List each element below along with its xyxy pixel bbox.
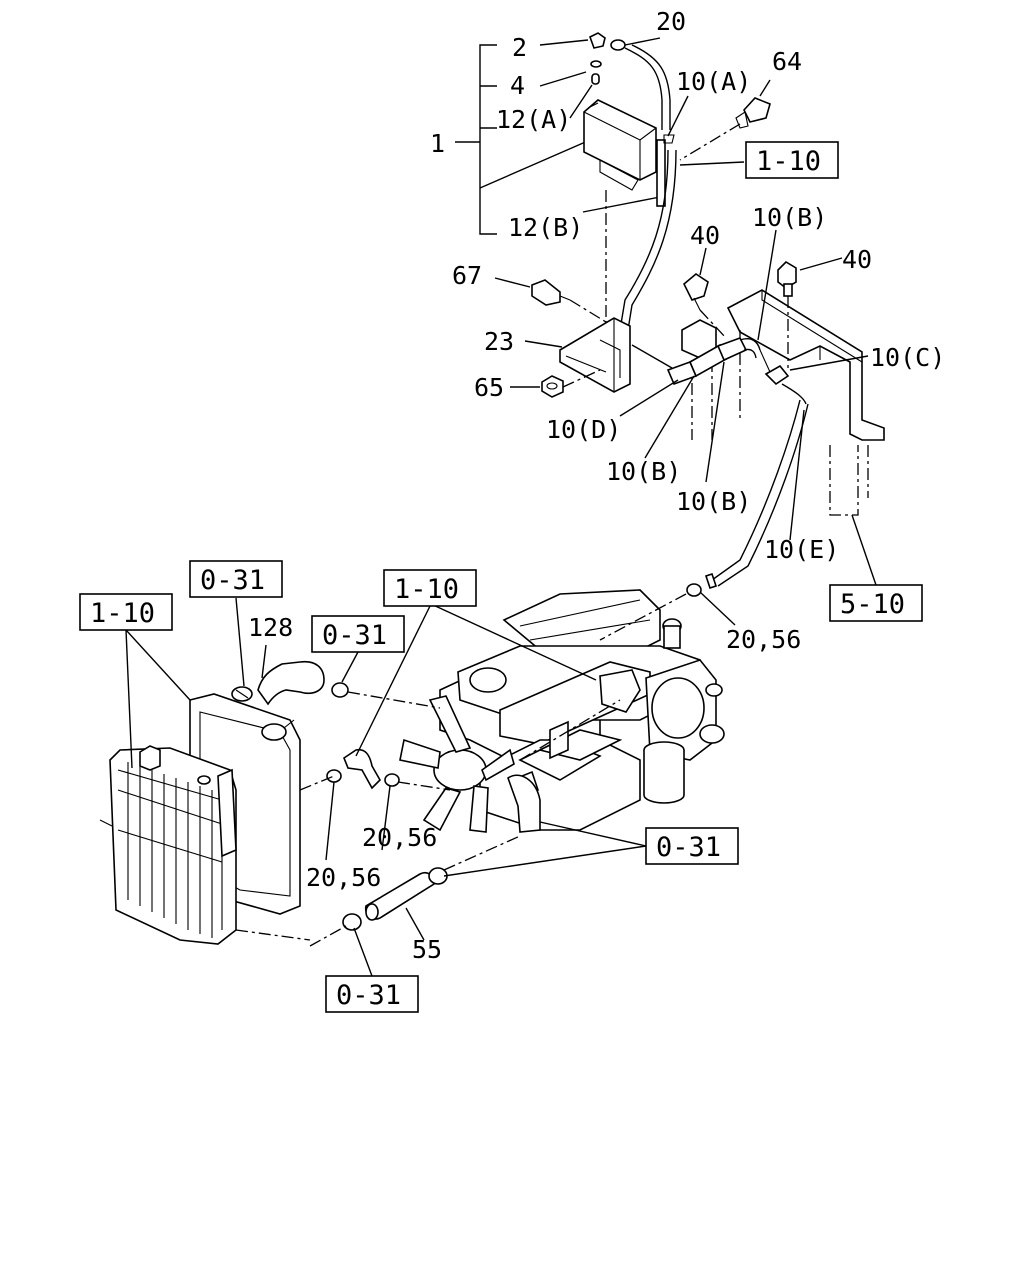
label-20-56-right: 20,56 [726, 625, 801, 654]
engine [399, 589, 725, 833]
label-10e: 10(E) [764, 535, 839, 564]
cooling-fan [399, 695, 515, 833]
ref-box-1-10-mid[interactable]: 1-10 [383, 569, 477, 607]
svg-text:1-10: 1-10 [90, 598, 155, 629]
label-40-left: 40 [690, 221, 720, 250]
label-20-56-mid: 20,56 [362, 823, 437, 852]
label-128: 128 [248, 613, 293, 642]
ref-box-0-31-b[interactable]: 0-31 [311, 615, 405, 653]
label-10b-mid: 10(B) [606, 457, 681, 486]
label-10c: 10(C) [870, 343, 945, 372]
hoses-and-clamps [125, 583, 702, 977]
svg-text:1-10: 1-10 [394, 574, 459, 605]
ref-box-1-10-left[interactable]: 1-10 [79, 593, 173, 631]
label-40-right: 40 [842, 245, 872, 274]
label-10b-top: 10(B) [752, 203, 827, 232]
label-10d: 10(D) [546, 415, 621, 444]
ref-box-0-31-c[interactable]: 0-31 [645, 827, 739, 865]
label-20-56-left: 20,56 [306, 863, 381, 892]
part-labels: 2 20 4 10(A) 64 12(A) 1 12(B) 10(B) 40 4… [248, 7, 945, 964]
ref-box-1-10-top[interactable]: 1-10 [745, 141, 839, 179]
label-67: 67 [452, 261, 482, 290]
label-2: 2 [512, 33, 527, 62]
reference-boxes: 1-10 5-10 0-31 0-31 1-10 1-10 0-31 0-31 [79, 141, 923, 1013]
label-12b: 12(B) [508, 213, 583, 242]
label-65: 65 [474, 373, 504, 402]
label-20-top: 20 [656, 7, 686, 36]
svg-text:0-31: 0-31 [200, 565, 265, 596]
label-64: 64 [772, 47, 802, 76]
label-1: 1 [430, 129, 445, 158]
radiator [99, 693, 311, 945]
radiator-fins [127, 762, 213, 938]
svg-text:1-10: 1-10 [756, 146, 821, 177]
ref-box-0-31-a[interactable]: 0-31 [189, 560, 283, 598]
svg-text:0-31: 0-31 [322, 620, 387, 651]
label-4: 4 [510, 71, 525, 100]
label-55: 55 [412, 935, 442, 964]
label-10a: 10(A) [676, 67, 751, 96]
svg-text:5-10: 5-10 [840, 589, 905, 620]
label-12a: 12(A) [496, 105, 571, 134]
label-10b-low: 10(B) [676, 487, 751, 516]
ref-box-0-31-d[interactable]: 0-31 [325, 975, 419, 1013]
reserve-tank-assembly [455, 32, 885, 626]
svg-text:0-31: 0-31 [336, 980, 401, 1011]
svg-text:0-31: 0-31 [656, 832, 721, 863]
label-23: 23 [484, 327, 514, 356]
ref-box-5-10[interactable]: 5-10 [829, 584, 923, 622]
